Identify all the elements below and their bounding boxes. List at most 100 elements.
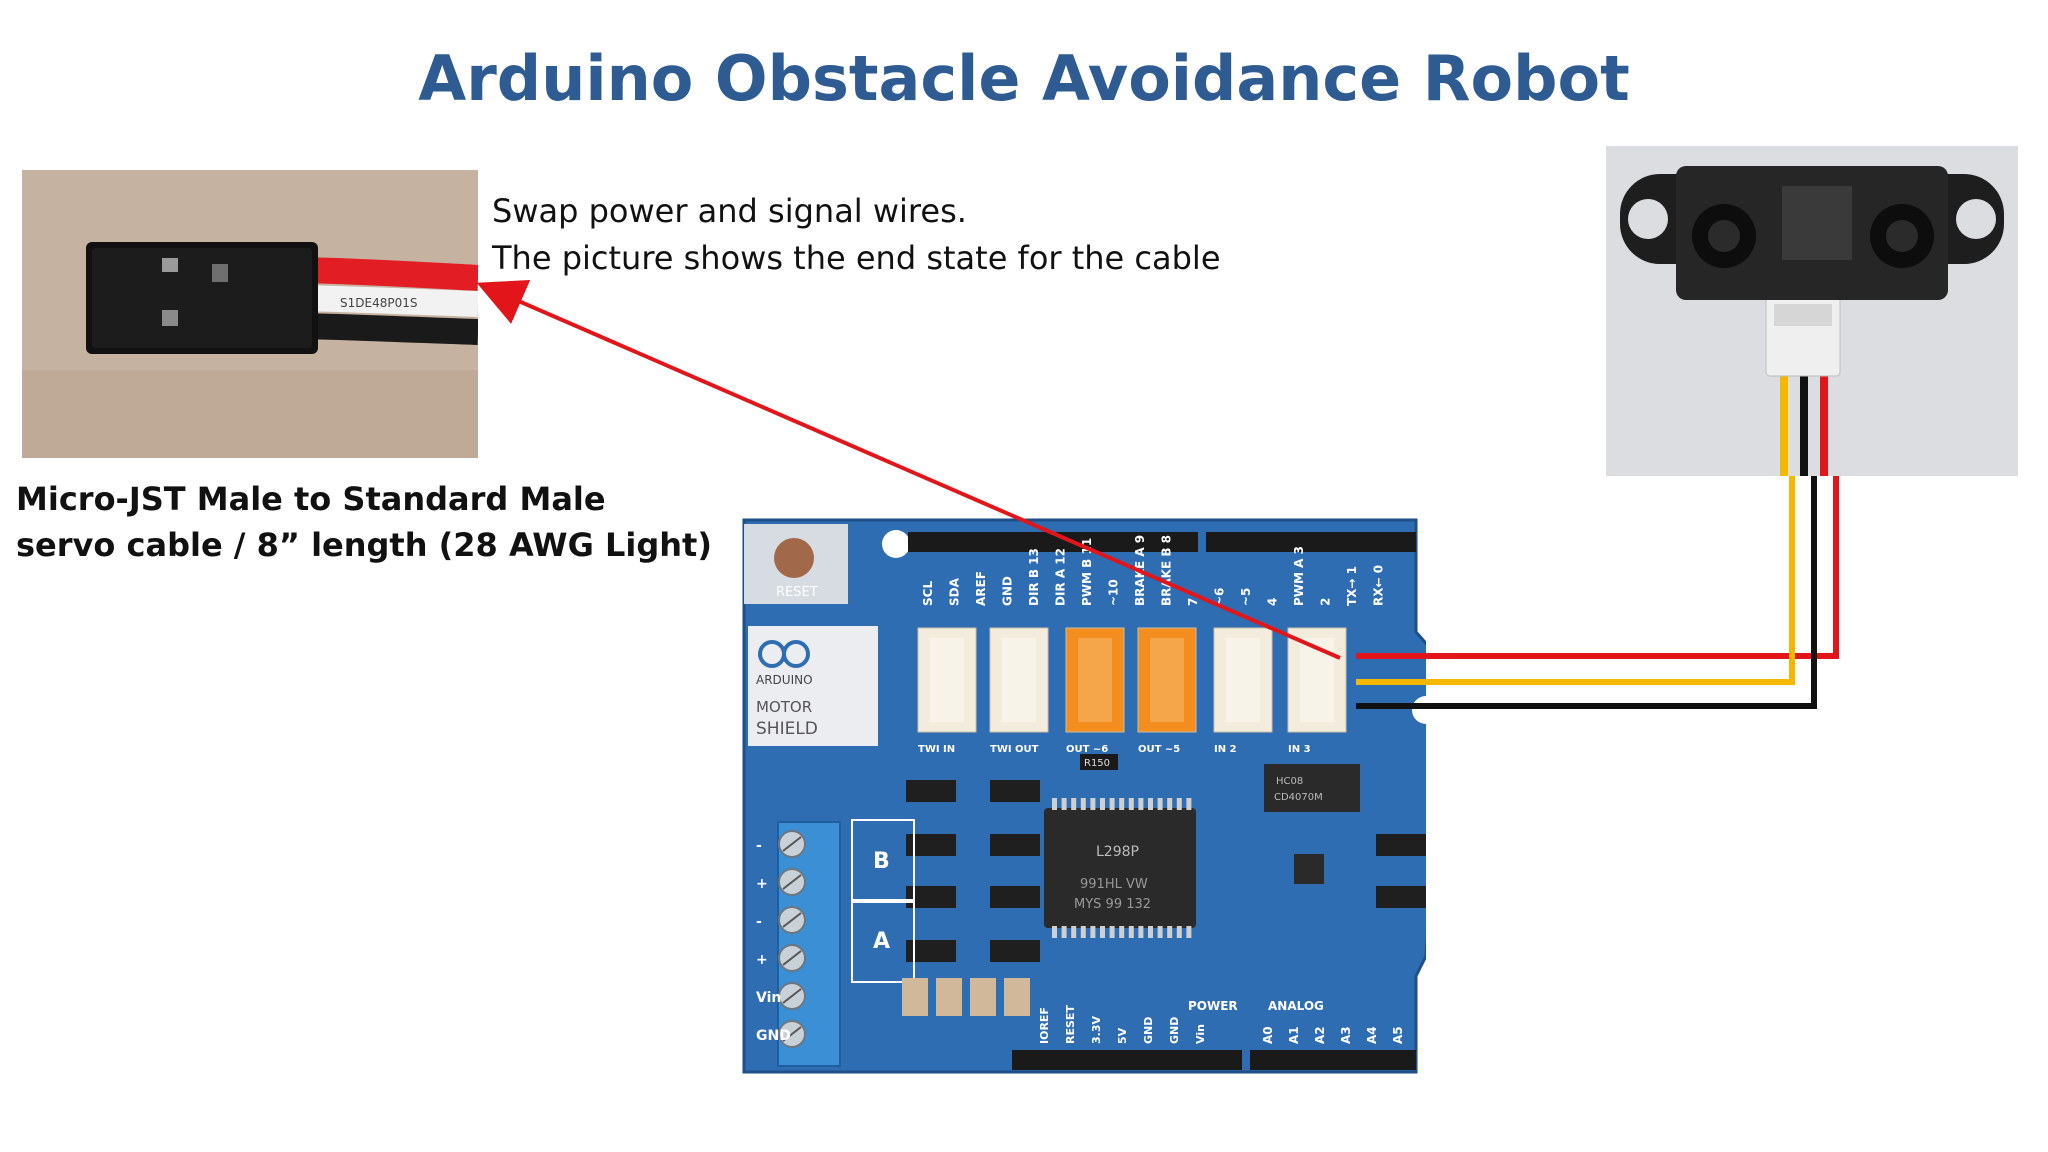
chip-leg <box>1090 926 1096 938</box>
header-pin-label: PWM B 11 <box>1080 538 1094 606</box>
analog-pin-label: A1 <box>1287 1026 1301 1044</box>
main-chip-label-1: L298P <box>1096 844 1139 860</box>
diode <box>990 940 1040 962</box>
wiring-note-line-1: Swap power and signal wires. <box>492 192 967 230</box>
screw-slot <box>782 912 802 928</box>
chip-leg <box>1080 926 1086 938</box>
diode <box>990 886 1040 908</box>
connector-inner <box>1078 638 1112 722</box>
channel-b-label: B <box>873 849 890 874</box>
power-pin-label: GND <box>1142 1017 1155 1044</box>
chip-leg <box>1061 798 1067 810</box>
chip-leg <box>1071 798 1077 810</box>
power-pin-label: 3.3V <box>1090 1016 1103 1044</box>
chip-leg <box>1052 926 1057 938</box>
connector-label: OUT ~5 <box>1138 744 1180 755</box>
main-chip-label-3: MYS 99 132 <box>1074 897 1151 912</box>
header-pin-label: ~6 <box>1213 588 1227 606</box>
chip-leg <box>1128 926 1134 938</box>
chip-leg <box>1138 798 1144 810</box>
power-title: POWER <box>1188 999 1238 1013</box>
connector-inner <box>1150 638 1184 722</box>
brand-label: ARDUINO <box>756 673 813 687</box>
chip-leg <box>1100 926 1105 938</box>
connector-inner <box>1002 638 1036 722</box>
terminal-label: - <box>756 914 762 930</box>
screw-slot <box>782 988 802 1004</box>
chip-leg <box>1138 926 1144 938</box>
chip-leg <box>1061 926 1067 938</box>
diode <box>1376 886 1426 908</box>
header-pin-label: BRAKE A 9 <box>1133 535 1147 606</box>
diode <box>1376 834 1426 856</box>
diode <box>906 886 956 908</box>
connector-label: OUT ~6 <box>1066 744 1108 755</box>
analog-pin-label: A2 <box>1313 1026 1327 1044</box>
diodes <box>906 780 1426 962</box>
header-pin-label: SDA <box>948 577 962 606</box>
analog-pin-label: A5 <box>1391 1026 1405 1044</box>
connector-inner <box>1226 638 1260 722</box>
header-pin-label: AREF <box>974 571 988 606</box>
chip-leg <box>1148 926 1153 938</box>
power-pin-label: GND <box>1168 1017 1181 1044</box>
chip-leg <box>1109 926 1115 938</box>
header-pin-label: PWM A 3 <box>1292 546 1306 606</box>
wire-red <box>1356 476 1839 659</box>
header-pin-label: 7 <box>1186 598 1200 606</box>
power-pin-label: Vin <box>1194 1024 1207 1044</box>
header-pin-label: SCL <box>921 581 935 606</box>
chip-leg <box>1071 926 1077 938</box>
connector-label: IN 3 <box>1288 744 1311 755</box>
analog-title: ANALOG <box>1268 999 1324 1013</box>
terminal-label: + <box>756 876 768 892</box>
chip-leg <box>1167 926 1173 938</box>
chip-leg <box>1176 798 1182 810</box>
power-pin-label: RESET <box>1064 1005 1077 1044</box>
terminal-label: Vin <box>756 990 781 1006</box>
ir-distance-sensor-photo <box>1606 146 2018 476</box>
cable-caption-line-2: servo cable / 8” length (28 AWG Light) <box>16 526 712 564</box>
header-pin-label: 2 <box>1319 598 1333 606</box>
chip-leg <box>1100 798 1105 810</box>
diode <box>906 834 956 856</box>
terminal-label: + <box>756 952 768 968</box>
power-pin-label: IOREF <box>1038 1007 1051 1044</box>
diode <box>990 834 1040 856</box>
cable-caption: Micro-JST Male to Standard Male servo ca… <box>16 476 712 568</box>
header-pin-label: DIR A 12 <box>1054 548 1068 606</box>
chip-leg <box>1176 926 1182 938</box>
wiring-note-line-2: The picture shows the end state for the … <box>492 239 1221 277</box>
chip-leg <box>1148 798 1153 810</box>
header-pin-label: 4 <box>1266 598 1280 606</box>
chip-leg <box>1119 798 1125 810</box>
header-pin-label: DIR B 13 <box>1027 548 1041 606</box>
servo-cable-photo: S1DE48P01S <box>22 170 478 458</box>
diode <box>906 940 956 962</box>
screw-slot <box>782 950 802 966</box>
analog-pin-label: A4 <box>1365 1026 1379 1044</box>
connector-label: TWI OUT <box>990 744 1039 755</box>
chip-leg <box>1186 798 1192 810</box>
cable-caption-line-1: Micro-JST Male to Standard Male <box>16 480 606 518</box>
chip-leg <box>1119 926 1125 938</box>
connector-inner <box>930 638 964 722</box>
model-label-1: MOTOR <box>756 698 812 716</box>
header-pin-label: ~5 <box>1239 588 1253 606</box>
chip-leg <box>1090 798 1096 810</box>
chip-leg <box>1052 798 1057 810</box>
main-chip-label-2: 991HL VW <box>1080 877 1148 892</box>
logic-chip-label-2: CD4070M <box>1274 792 1323 803</box>
diode <box>906 780 956 802</box>
screw-slot <box>782 836 802 852</box>
page-title: Arduino Obstacle Avoidance Robot <box>418 42 1630 115</box>
chip-leg <box>1186 926 1192 938</box>
terminal-label: - <box>756 838 762 854</box>
channel-a-label: A <box>873 929 890 954</box>
chip-leg <box>1080 798 1086 810</box>
header-pin-label: TX→ 1 <box>1345 566 1359 606</box>
chip-leg <box>1109 798 1115 810</box>
